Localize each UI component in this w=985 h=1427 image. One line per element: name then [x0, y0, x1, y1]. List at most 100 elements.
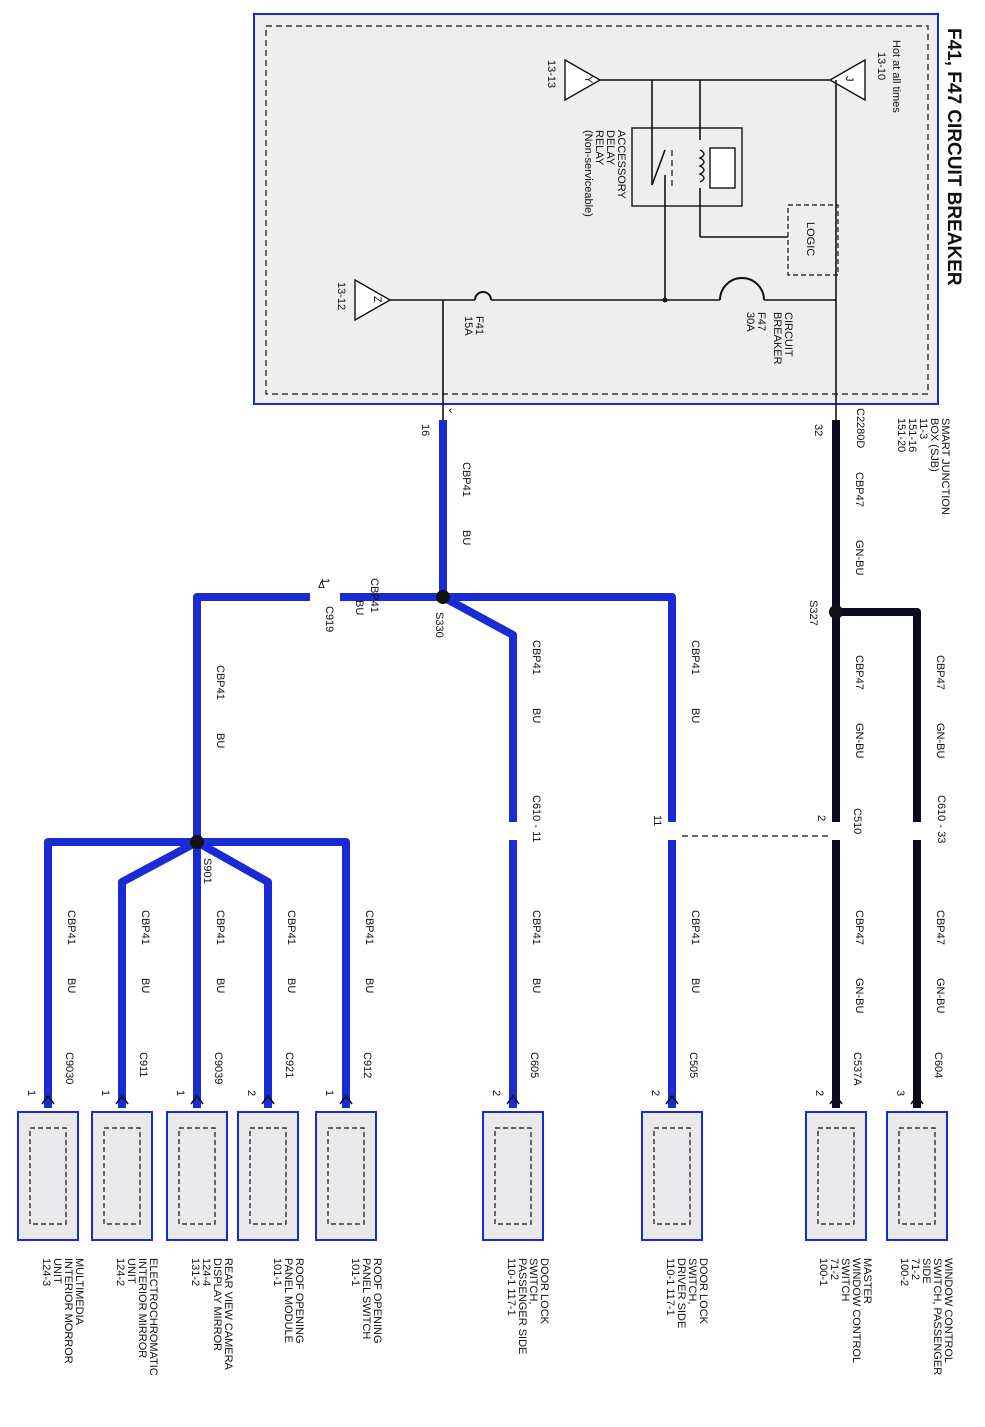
- wire-labels: CBP41BUCBP41BUCBP41BUCBP41BUCBP41BUCBP41…: [65, 462, 946, 1014]
- splice-s330-label: S330: [433, 612, 445, 638]
- junction-label-line-2: BOX (SJB): [928, 418, 940, 472]
- component-pin: 1: [25, 1090, 37, 1096]
- component-label-line-2: PANEL MODULE: [282, 1258, 294, 1343]
- junction-label-line-3: 11-3: [917, 418, 929, 439]
- wire-label-15-circuit: CBP47: [934, 910, 946, 945]
- wire-cbp41-c919-to-s901: [193, 593, 310, 842]
- f41-fuse-icon: [474, 291, 492, 301]
- component-label-line-1: ELECTROCHROMATIC: [147, 1258, 159, 1376]
- wire-label-10-circuit: CBP41: [689, 910, 701, 945]
- component-connector: C9030: [63, 1052, 75, 1084]
- component-label-line-5: 100-2: [898, 1258, 910, 1286]
- component-label-line-1: ROOF OPENING: [371, 1258, 383, 1344]
- component-pin: 2: [245, 1090, 257, 1096]
- component-label-line-4: 71-2: [909, 1258, 921, 1280]
- c919-pin: 1: [319, 578, 331, 584]
- component-pin: 3: [894, 1090, 906, 1096]
- pin-arrow-icon: [190, 1094, 204, 1105]
- wire-cbp41-multimedia: [44, 838, 197, 1108]
- component-label-line-2: DISPLAY MIRROR: [211, 1258, 223, 1351]
- c510-label: C510: [851, 808, 863, 834]
- y-tag: Y: [582, 76, 594, 84]
- wire-label-2-circuit: CBP41: [689, 640, 701, 675]
- component-label-line-2: SWITCH,: [686, 1258, 698, 1304]
- component-label-line-1: MASTER: [861, 1258, 873, 1304]
- wire-label-2-color: BU: [689, 708, 701, 723]
- component-label-line-4: 110-1 117-1: [664, 1258, 676, 1316]
- z-tag: Z: [371, 296, 383, 303]
- component-label-line-4: 131-2: [189, 1258, 201, 1286]
- pin-arrow-icon: [41, 1094, 55, 1105]
- component-connector: C505: [687, 1052, 699, 1078]
- pin-arrow-icon: [829, 1094, 843, 1105]
- wire-label-6-circuit: CBP41: [214, 910, 226, 945]
- pin-arrow-icon: [339, 1094, 353, 1105]
- wire-cbp47-passenger-window: [836, 608, 921, 1108]
- y-connector-icon: [564, 58, 602, 102]
- wire-label-1-color: BU: [530, 708, 542, 723]
- component-pin: 1: [174, 1090, 186, 1096]
- junction-label-line-4: 151-16: [906, 418, 918, 452]
- component-label-line-1: DOOR LOCK: [538, 1258, 550, 1325]
- f47-breaker-icon: [719, 277, 765, 301]
- f41-label-line-1: F41: [473, 316, 485, 335]
- c919-label: C919: [323, 606, 335, 632]
- component-label-line-4: 124-2: [114, 1258, 126, 1286]
- component-label-line-2: INTERIOR MIRROR: [136, 1258, 148, 1358]
- component-label-line-5: 100-1: [817, 1258, 829, 1286]
- page-title: F41, F47 CIRCUIT BREAKER: [943, 28, 964, 286]
- svg-text:⊲: ⊲: [315, 580, 327, 589]
- wire-label-12-color: GN-BU: [853, 723, 865, 759]
- pin-32: 32: [812, 424, 824, 436]
- wire-cbp41-electrochromatic: [118, 838, 199, 1108]
- c610-11-label: C610 - 11: [530, 795, 542, 843]
- component-label-line-2: INTERIOR MORROR: [62, 1258, 74, 1364]
- splice-s327-label: S327: [807, 600, 819, 626]
- logic-label: LOGIC: [804, 222, 816, 256]
- splice-s901: [190, 835, 204, 849]
- component-pin: 2: [649, 1090, 661, 1096]
- component-label-line-1: DOOR LOCK: [697, 1258, 709, 1325]
- component-box: [17, 1111, 79, 1241]
- hot-label: Hot at all times: [890, 40, 902, 113]
- component-label-line-4: 71-2: [828, 1258, 840, 1280]
- wire-label-13-circuit: CBP47: [934, 655, 946, 690]
- component-connector: C9039: [212, 1052, 224, 1084]
- relay-label-line-3: RELAY: [593, 130, 605, 166]
- breaker-label-line-2: BREAKER: [771, 312, 783, 365]
- component-box: [641, 1111, 703, 1241]
- component-label-line-1: REAR VIEW CAMERA: [222, 1258, 234, 1371]
- splice-s330: [436, 590, 450, 604]
- relay-box: [631, 127, 743, 207]
- pin-arrow-icon: [261, 1094, 275, 1105]
- component-inner-outline: [898, 1127, 936, 1225]
- hot-ref: 13-10: [875, 52, 887, 80]
- c510-pin-left: 11: [651, 815, 663, 826]
- wire-label-8-circuit: CBP41: [363, 910, 375, 945]
- c919-cbp41-label: CBP41: [368, 578, 380, 613]
- wire-cbp41-roof-module: [195, 838, 272, 1108]
- component-box: [315, 1111, 377, 1241]
- wire-label-12-circuit: CBP47: [853, 655, 865, 690]
- wire-label-15-color: GN-BU: [934, 978, 946, 1014]
- wire-cbp41-roof-switch: [197, 838, 350, 1108]
- f47-label-line-1: F47: [755, 312, 767, 331]
- component-connector: C912: [361, 1052, 373, 1078]
- wire-label-11-circuit: CBP47: [853, 472, 865, 507]
- component-connector: C911: [137, 1052, 149, 1077]
- pin-arrow-icon: [506, 1094, 520, 1105]
- splice-s901-label: S901: [201, 858, 213, 884]
- wire-label-3-circuit: CBP41: [214, 665, 226, 700]
- component-inner-outline: [817, 1127, 855, 1225]
